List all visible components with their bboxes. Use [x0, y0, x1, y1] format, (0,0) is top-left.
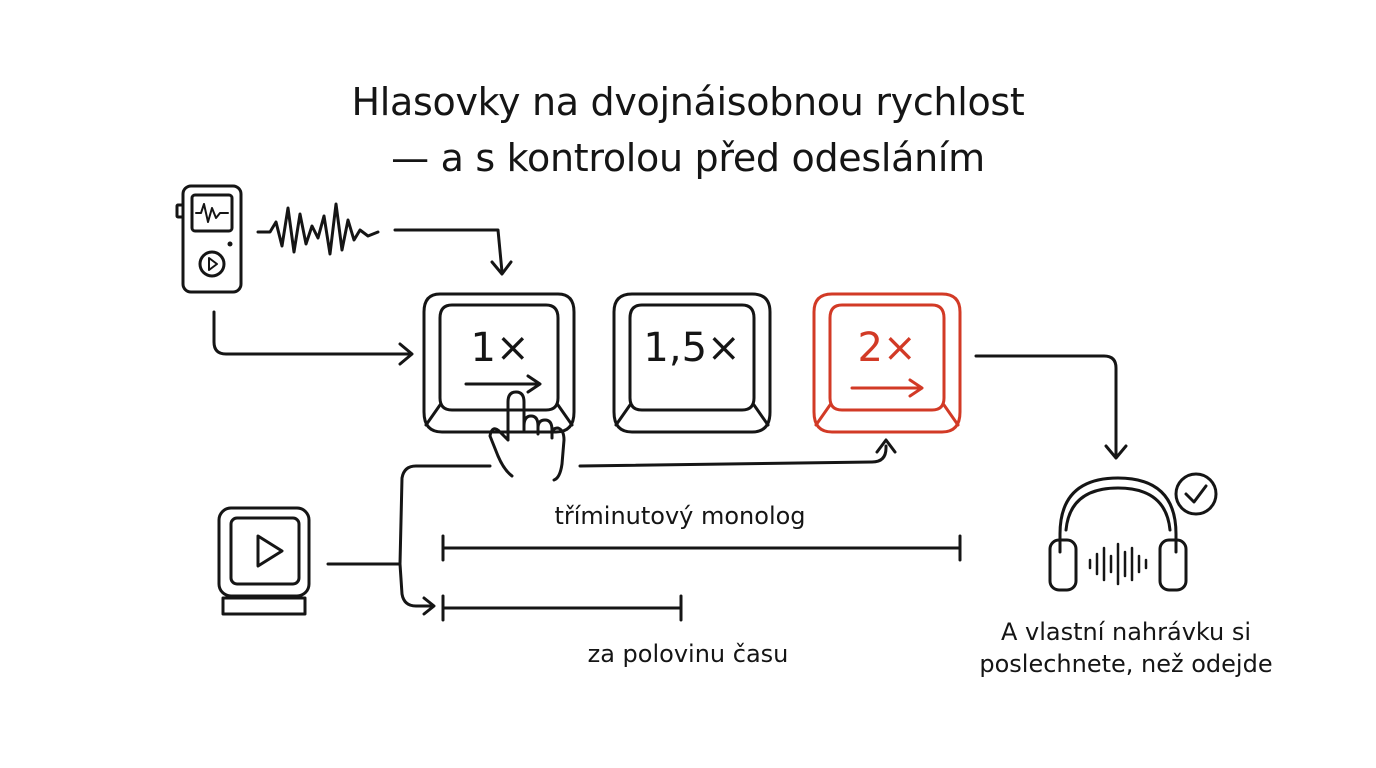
title-line-1: Hlasovky na dvojnáisobnou rychlost [351, 80, 1025, 124]
speed-key-1-5x-label: 1,5× [643, 325, 741, 371]
review-caption-line-2: poslechnete, než odejde [979, 650, 1273, 678]
arrow-play-branch [326, 464, 492, 608]
arrow-key-to-2x [578, 444, 888, 468]
full-duration-bar [441, 534, 962, 562]
sound-wave-icon [256, 202, 380, 256]
review-caption-line-1: A vlastní nahrávku si [1000, 618, 1252, 646]
half-duration-bar [441, 594, 683, 622]
speed-key-2x-label: 2× [857, 325, 917, 371]
arrow-wave-to-key [393, 228, 504, 274]
headphones-icon [1048, 476, 1188, 592]
speed-key-1x-label: 1× [470, 325, 530, 371]
speed-key-1-5x[interactable] [612, 292, 772, 434]
play-key-icon[interactable] [217, 506, 311, 616]
arrow-2x-to-headphones [974, 354, 1118, 458]
voice-recorder-icon [175, 184, 243, 294]
half-duration-caption: za polovinu času [587, 640, 789, 668]
check-circle-icon [1174, 472, 1218, 516]
pointing-hand-icon [488, 390, 566, 482]
full-duration-caption: tříminutový monolog [554, 502, 806, 530]
speed-key-1x[interactable] [422, 292, 576, 434]
title-line-2: — a s kontrolou před odesláním [391, 136, 985, 180]
arrow-recorder-to-key [212, 310, 412, 356]
speed-key-2x[interactable] [812, 292, 962, 434]
